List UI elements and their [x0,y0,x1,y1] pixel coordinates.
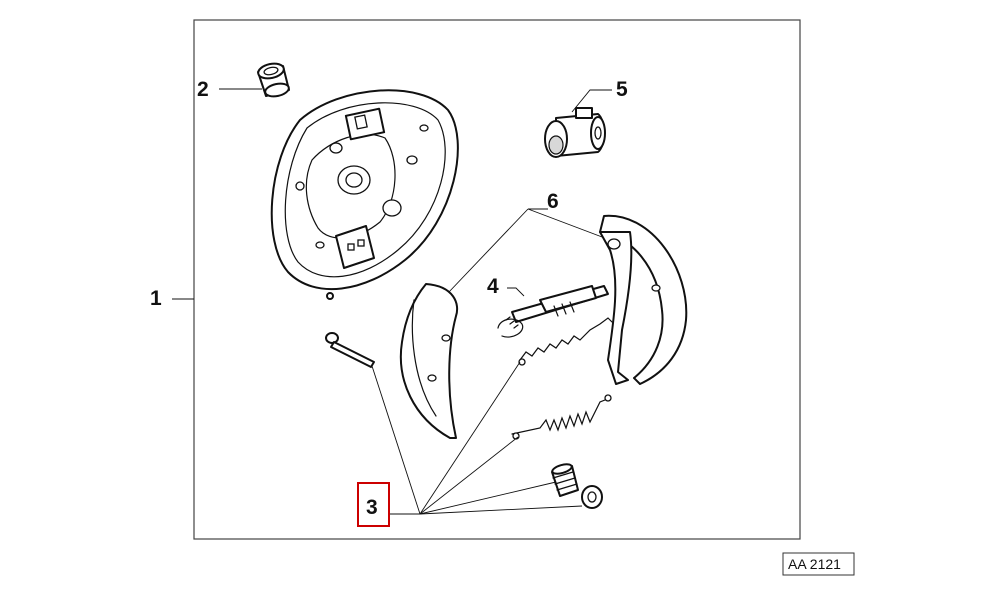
part-5-wheel-cylinder[interactable] [544,107,606,158]
part-3-small-spring[interactable] [518,317,613,366]
diagram-frame [193,19,801,540]
part-3-hold-down-spring[interactable] [551,462,579,497]
callout-3[interactable]: 3 [366,496,378,519]
leader-6c [527,208,611,241]
callout-5[interactable]: 5 [616,78,628,101]
reference-code-box [782,552,855,576]
leader-4 [507,287,525,297]
part-6-brake-shoe-left[interactable] [399,283,459,439]
part-3-return-spring[interactable] [511,394,612,440]
leader-6b [447,208,529,294]
leader-5 [571,89,612,113]
callout-6[interactable]: 6 [547,190,559,213]
part-3-hold-down-cup[interactable] [581,485,603,509]
reference-code: AA 2121 [788,556,841,572]
part-3-hold-down-pin[interactable] [325,332,375,368]
part-1-backing-plate[interactable] [270,89,459,300]
callout-2[interactable]: 2 [197,78,209,101]
part-2-bushing[interactable] [257,61,290,98]
part-4-adjuster[interactable] [497,285,609,338]
callout-4[interactable]: 4 [487,275,499,298]
callout-3-highlight [357,482,390,527]
callout-1[interactable]: 1 [150,287,162,310]
leaders-3 [371,361,583,515]
part-6-brake-shoe-right[interactable] [599,214,688,385]
